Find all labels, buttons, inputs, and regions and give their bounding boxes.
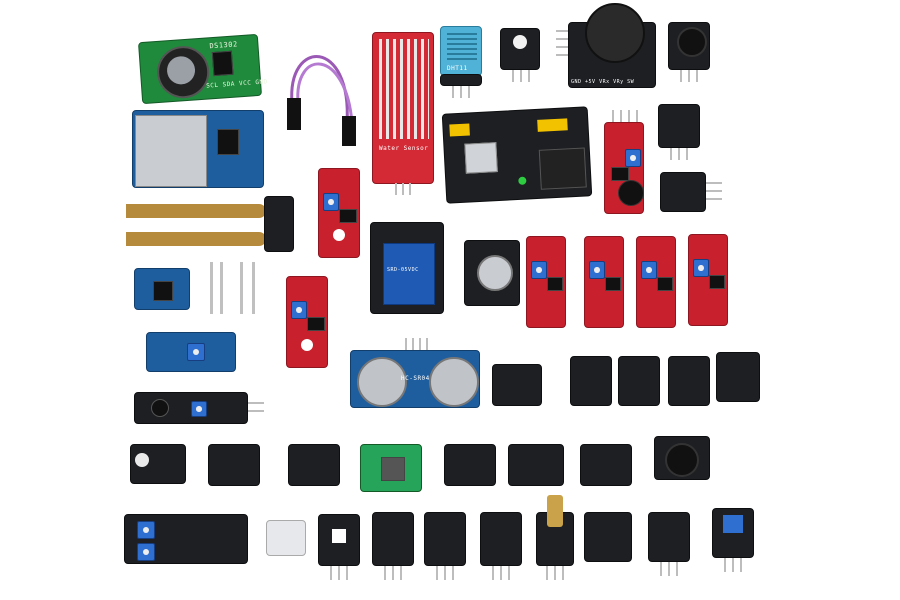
ultrasonic-label: HC-SR04	[401, 375, 430, 382]
relay-module: SRD-05VDC	[370, 222, 444, 314]
passive-buzzer-module	[654, 436, 710, 480]
analog-hall-module	[580, 444, 632, 486]
soil-moisture-head	[264, 196, 294, 252]
dht11-label: DHT11	[447, 65, 468, 72]
rotary-encoder-module	[464, 240, 520, 306]
rtc-pin-label: SCL SDA VCC GND	[205, 78, 268, 90]
temperature-sensor-module	[526, 236, 566, 328]
gyroscope-module	[134, 268, 190, 310]
ultrasonic-sensor: HC-SR04	[350, 350, 480, 408]
switch-module	[658, 104, 700, 148]
relay-label: SRD-05VDC	[387, 267, 419, 273]
sd-card-module	[132, 110, 264, 188]
smd-rgb-module	[318, 514, 360, 566]
ir-avoidance-module	[124, 514, 248, 564]
light-blocking-module	[660, 172, 706, 212]
power-led	[518, 176, 527, 185]
buzzer-module	[668, 22, 710, 70]
light-cup-module	[570, 356, 612, 406]
breadboard-power-supply	[441, 106, 593, 204]
pin-header	[210, 262, 213, 314]
touch-sensor-module	[688, 234, 728, 326]
voltage-regulator-module	[360, 444, 422, 492]
rgb-led-module-2	[424, 512, 466, 566]
jumper-wires	[287, 55, 356, 146]
laser-receiver-module	[208, 444, 260, 486]
knock-module	[712, 508, 754, 558]
laser-module	[536, 495, 574, 566]
light-sensor-module	[480, 512, 522, 566]
mercury-tilt-module	[266, 520, 306, 556]
rtc-chip-label: DS1302	[209, 40, 238, 51]
dht11-temperature-humidity-sensor: DHT11	[440, 26, 482, 76]
dht11-module-2	[584, 512, 632, 562]
ir-tracking-module	[134, 392, 248, 424]
shock-sensor-module	[618, 356, 660, 406]
reed-sensor-module	[584, 236, 624, 328]
infrared-emitter-module	[648, 512, 690, 562]
dht11-breakout-board	[440, 74, 482, 86]
sound-sensor-module-2	[286, 276, 328, 368]
button-module	[372, 512, 414, 566]
water-sensor-label: Water Sensor	[379, 145, 429, 152]
ir-receiver-module	[444, 444, 496, 486]
tilt-switch-module	[492, 364, 542, 406]
flame-sensor-module	[318, 168, 360, 258]
soil-moisture-probe	[126, 204, 266, 218]
water-level-sensor: Water Sensor	[372, 32, 434, 184]
microphone	[618, 180, 644, 206]
rtc-chip	[211, 50, 234, 77]
joystick-knob	[585, 3, 645, 63]
mini-reed-module	[508, 444, 564, 486]
ir-obstacle-module	[146, 332, 236, 372]
soil-moisture-probe-2	[126, 232, 266, 246]
photoresistor-module	[668, 356, 710, 406]
rgb-led-module	[500, 28, 540, 70]
temperature-module	[288, 444, 340, 486]
ultrasonic-transducer-left	[357, 357, 407, 407]
rtc-clock-module: DS1302 SCL SDA VCC GND	[137, 33, 268, 105]
hall-sensor-module	[636, 236, 676, 328]
joystick-pin-label: GND +5V VRx VRy SW	[571, 79, 635, 85]
two-color-led-module	[130, 444, 186, 484]
ultrasonic-transducer-right	[429, 357, 479, 407]
tap-module	[716, 352, 760, 402]
